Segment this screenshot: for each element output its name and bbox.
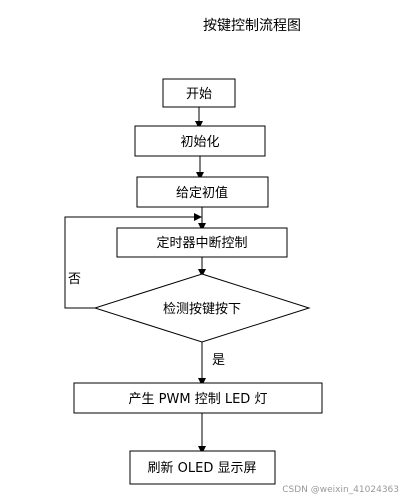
edge-label-yes: 是 bbox=[212, 353, 225, 368]
node-start-label: 开始 bbox=[186, 87, 212, 102]
node-timer-interrupt: 定时器中断控制 bbox=[116, 227, 288, 258]
edge-no-loop bbox=[64, 213, 202, 309]
node-set-initial-box bbox=[136, 176, 269, 208]
watermark-text: CSDN @weixin_41024363 bbox=[282, 485, 399, 495]
node-set-initial-label: 给定初值 bbox=[176, 185, 228, 201]
node-init: 初始化 bbox=[134, 125, 266, 157]
node-refresh-oled-label: 刷新 OLED 显示屏 bbox=[148, 460, 257, 476]
node-start-box bbox=[162, 78, 236, 108]
node-init-box bbox=[134, 125, 266, 157]
node-refresh-oled: 刷新 OLED 显示屏 bbox=[129, 450, 276, 485]
node-refresh-oled-box bbox=[129, 450, 276, 485]
node-set-initial: 给定初值 bbox=[136, 176, 269, 208]
node-generate-pwm-box bbox=[73, 382, 323, 414]
edge-label-no: 否 bbox=[68, 272, 81, 287]
diagram-title: 按键控制流程图 bbox=[203, 18, 301, 34]
node-generate-pwm: 产生 PWM 控制 LED 灯 bbox=[73, 382, 323, 414]
node-generate-pwm-label: 产生 PWM 控制 LED 灯 bbox=[129, 392, 268, 407]
node-timer-interrupt-label: 定时器中断控制 bbox=[156, 236, 247, 251]
node-start: 开始 bbox=[162, 78, 236, 108]
node-detect-key: 检测按键按下 bbox=[93, 273, 311, 343]
node-detect-key-label: 检测按键按下 bbox=[163, 302, 241, 317]
node-init-label: 初始化 bbox=[180, 135, 219, 150]
